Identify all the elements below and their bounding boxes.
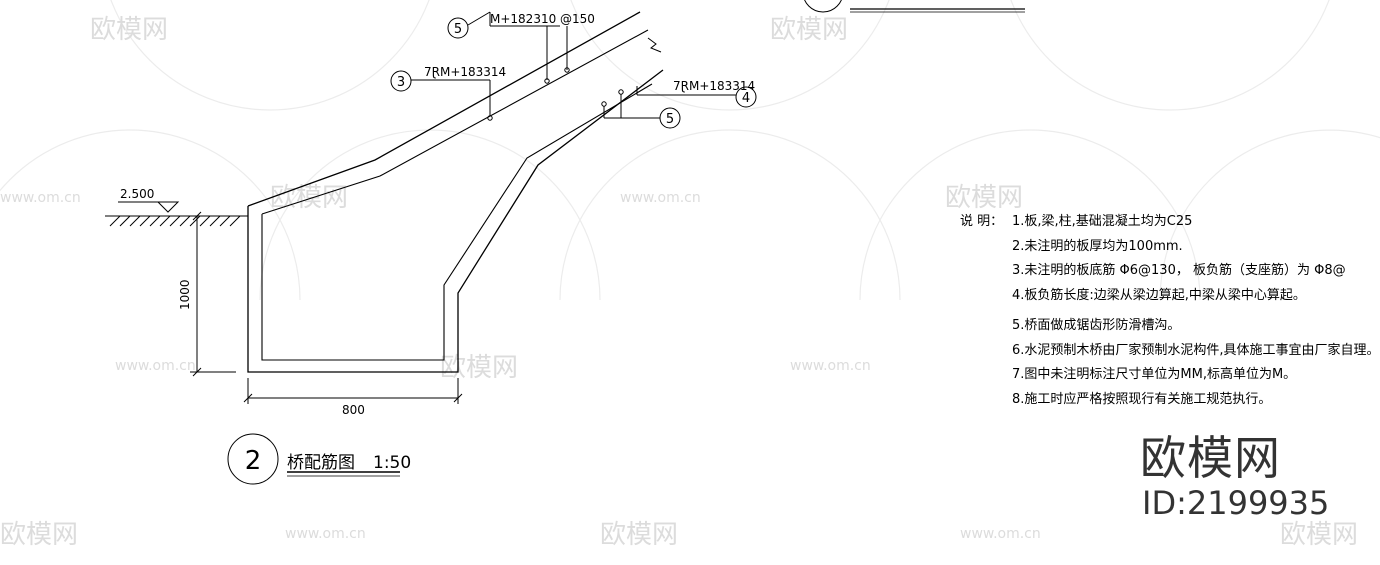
callout-number: 3	[397, 75, 405, 90]
callout-number: 5	[454, 22, 462, 37]
callout-3: 3 7ⱤM+183314	[390, 65, 506, 116]
drawing-scale: 1:50	[373, 453, 412, 473]
watermark-brand: 欧模网	[90, 15, 168, 45]
watermark-url: www.om.cn	[0, 190, 81, 206]
dimension-height: 1000	[178, 211, 236, 377]
watermark-brand: 欧模网	[600, 520, 678, 550]
drawing-number: 2	[245, 446, 262, 476]
dimension-width: 800	[243, 378, 463, 417]
watermark-brand: 欧模网	[0, 520, 78, 550]
watermark-url: www.om.cn	[790, 358, 871, 374]
note-item: 1.板,梁,柱,基础混凝土均为C25	[1012, 214, 1193, 229]
top-title-fragment	[804, 0, 1025, 13]
dimension-height-label: 1000	[178, 279, 192, 310]
drawing-title: 桥配筋图 1:50	[287, 448, 411, 473]
watermark-url: www.om.cn	[620, 190, 701, 206]
note-item: 8.施工时应严格按照现行有关施工规范执行。	[1012, 391, 1272, 407]
note-item: 5.桥面做成锯齿形防滑槽沟。	[1012, 318, 1181, 333]
callout-text: 7ⱤM+183314	[424, 65, 506, 79]
dimension-width-label: 800	[342, 403, 365, 417]
watermark-texts: 欧模网 欧模网 欧模网 欧模网 欧模网 欧模网 欧模网 欧模网 www.om.c…	[0, 15, 1358, 550]
note-item: 7.图中未注明标注尺寸单位为MM,标高单位为M。	[1012, 367, 1297, 382]
note-item: 6.水泥预制木桥由厂家预制水泥构件,具体施工事宜由厂家自理。	[1012, 342, 1380, 358]
watermark-url: www.om.cn	[285, 526, 366, 542]
ground-line	[105, 215, 248, 227]
watermark-url: www.om.cn	[115, 358, 196, 374]
break-mark	[647, 37, 662, 53]
watermark-url: www.om.cn	[960, 526, 1041, 542]
brand-logo: 欧模网	[1140, 431, 1281, 485]
callout-text: 7ⱤM+183314	[673, 79, 755, 93]
callout-5-top: 5 M+182310 @150	[447, 11, 595, 80]
note-item: 3.未注明的板底筋 Φ6@130， 板负筋（支座筋）为 Φ8@	[1012, 263, 1346, 278]
callout-4: 4 7ⱤM+183314	[636, 79, 757, 108]
callout-number: 5	[666, 112, 674, 127]
note-item: 4.板负筋长度:边梁从梁边算起,中梁从梁中心算起。	[1012, 287, 1306, 303]
rebar-dots	[487, 67, 624, 121]
model-id: ID:2199935	[1142, 484, 1330, 522]
callout-5-lower: 5	[603, 94, 681, 129]
callout-number: 4	[742, 91, 750, 106]
watermark-brand: 欧模网	[270, 183, 348, 213]
notes-heading: 说 明：	[960, 214, 1004, 229]
notes-list: 1.板,梁,柱,基础混凝土均为C25 2.未注明的板厚均为100mm. 3.未注…	[1012, 210, 1380, 412]
watermark-brand: 欧模网	[1280, 520, 1358, 550]
elevation-marker: 2.500	[118, 187, 180, 213]
drawing-title-text: 桥配筋图	[287, 453, 355, 473]
watermark-brand: 欧模网	[945, 183, 1023, 213]
drawing-title-bubble: 2	[227, 433, 400, 485]
watermark-brand: 欧模网	[440, 353, 518, 383]
rebar-line	[261, 29, 653, 361]
bridge-outline	[247, 11, 664, 373]
watermark-brand: 欧模网	[770, 15, 848, 45]
callout-text: M+182310 @150	[490, 12, 595, 26]
note-item: 2.未注明的板厚均为100mm.	[1012, 238, 1183, 254]
elevation-label: 2.500	[120, 187, 154, 201]
